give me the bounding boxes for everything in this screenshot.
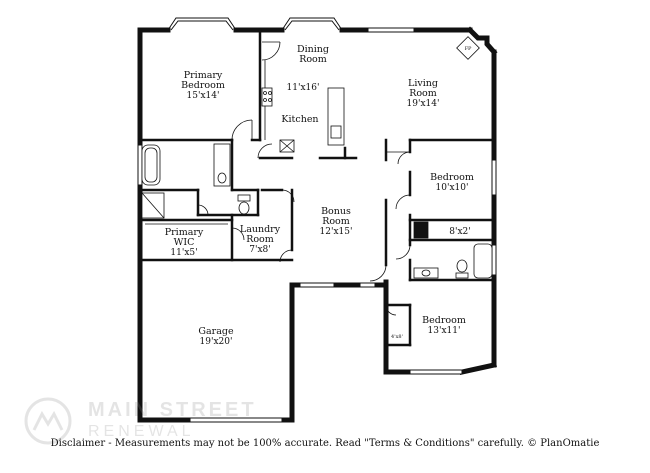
exterior-walls [137,26,498,423]
windows [137,17,497,423]
watermark-line-2: RENEWAL [88,423,195,440]
living-dims: 19'x14' [407,99,440,109]
kitchen-dims: 11'x16' [287,83,320,93]
bedroom2-name: Bedroom [422,315,466,326]
stove-icon [261,87,273,107]
fireplace-icon [456,36,480,60]
watermark-line-1: MAIN STREET [88,399,257,421]
primary-bedroom-name-2: Bedroom [181,80,225,91]
disclaimer-text: Disclaimer - Measurements may not be 100… [50,438,600,449]
fixtures [141,36,493,279]
interior-walls [138,28,496,347]
door-swings [197,41,411,316]
living-name-2: Room [409,88,437,99]
utility-closet [413,221,429,239]
toilet-icon [237,194,251,202]
hall-tub-icon [473,243,493,279]
kitchen-name: Kitchen [281,114,318,125]
watermark: MAIN STREET RENEWAL [22,396,262,446]
garage-dims: 19'x20' [200,337,233,347]
living-name-1: Living [408,78,438,89]
laundry-name-1: Laundry [240,224,281,235]
wic-dims: 11'x5' [170,248,197,258]
bonus-name-1: Bonus [321,206,351,217]
bedroom2-dims: 13'x11' [428,326,461,336]
bedroom1-dims: 10'x10' [436,183,469,193]
bedroom1-name: Bedroom [430,172,474,183]
primary-bedroom-name-1: Primary [184,70,223,81]
garage-name: Garage [198,326,234,337]
small-closet-dims: 4'x8' [391,334,403,340]
bonus-dims: 12'x15' [320,227,353,237]
laundry-dims: 7'x8' [249,245,270,255]
watermark-logo-icon [24,397,72,445]
room-labels: Primary Bedroom 15'x14' Dining Room 11'x… [165,44,474,347]
wic-name-2: WIC [174,237,195,248]
closet-dims: 8'x2' [449,227,470,237]
wic-name-1: Primary [165,227,204,238]
fireplace-label: FP [465,46,472,52]
hall-toilet-icon [455,272,469,279]
dining-name-2: Room [299,54,327,65]
bonus-name-2: Room [322,216,350,227]
laundry-name-2: Room [246,234,274,245]
dining-name-1: Dining [297,44,329,55]
primary-bedroom-dims: 15'x14' [187,91,220,101]
vanity-icon [213,143,231,187]
sink-icon [330,125,342,139]
